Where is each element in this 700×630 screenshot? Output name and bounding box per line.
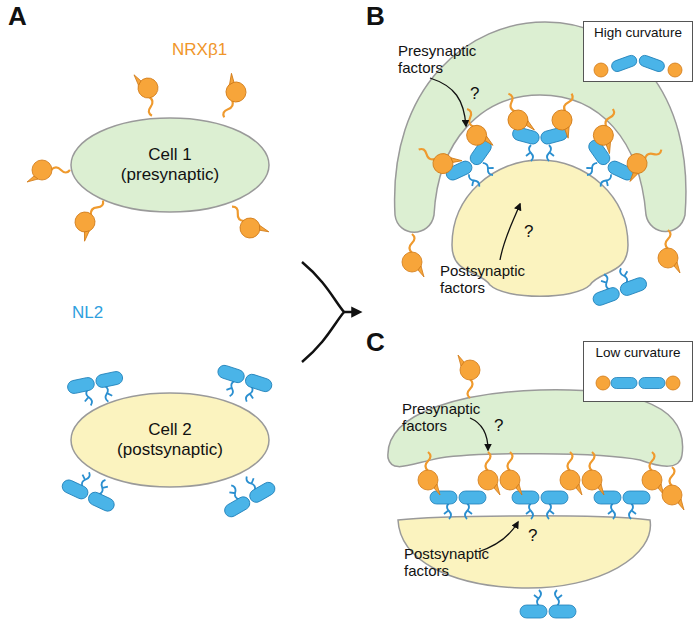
question-mark: ?	[524, 222, 533, 242]
neuroligin-dimer	[66, 370, 127, 409]
neuroligin-dimer	[215, 467, 277, 519]
neuroligin-lobe	[610, 54, 638, 73]
factor-label: Postsynaptic factors	[404, 545, 500, 580]
question-mark: ?	[470, 84, 479, 104]
neurexin-head	[596, 376, 610, 390]
neuroligin-lobe	[611, 378, 637, 389]
postsynaptic-cell-curved	[452, 160, 628, 296]
protein-name: NRXβ1	[172, 40, 227, 60]
neurexin-head	[594, 63, 608, 77]
panel-letter: B	[366, 2, 385, 32]
neurexin	[27, 160, 70, 182]
panel-letter: C	[366, 328, 385, 358]
cell-membrane	[71, 393, 269, 487]
cell-label: Cell 1 (presynaptic)	[110, 145, 230, 184]
panel-letter: A	[8, 2, 27, 32]
question-mark: ?	[528, 526, 537, 546]
neurexin	[213, 73, 251, 121]
neuroligin-lobe	[639, 378, 665, 389]
key-title: Low curvature	[596, 345, 681, 361]
postsynaptic-cell-flat	[398, 516, 650, 588]
synaptic-complex	[418, 452, 500, 519]
low-curvature-icon	[596, 376, 680, 390]
neuroligin-dimer	[520, 590, 576, 618]
merge-arrow-head	[343, 311, 358, 314]
synaptic-complex	[500, 452, 582, 519]
cell-membrane	[71, 118, 269, 212]
key-box: High curvature	[583, 21, 693, 82]
cell-ellipse: Cell 1 (presynaptic)	[70, 117, 270, 213]
high-curvature-icon	[594, 54, 682, 77]
protein-name: NL2	[72, 303, 103, 323]
factor-arrow	[430, 78, 466, 126]
neuroligin-dimer	[212, 364, 274, 408]
neuroligin-dimer	[60, 464, 123, 513]
factor-label: Presynaptic factors	[402, 400, 494, 435]
question-mark: ?	[494, 416, 503, 436]
neurexin	[658, 230, 680, 273]
factor-label: Postsynaptic factors	[440, 262, 536, 297]
neurexin	[68, 194, 112, 241]
merge-arrow	[302, 262, 344, 362]
synaptic-complex	[582, 452, 664, 519]
synaptic-complex	[409, 99, 519, 208]
neurexin-head	[666, 376, 680, 390]
cell-ellipse: Cell 2 (postsynaptic)	[70, 392, 270, 488]
factor-arrow	[478, 522, 518, 552]
synaptic-complex	[499, 90, 583, 161]
factor-label: Presynaptic factors	[398, 42, 490, 77]
neurexin	[134, 72, 162, 118]
key-box: Low curvature	[583, 341, 693, 402]
neurexin	[458, 355, 480, 398]
factor-arrow	[470, 418, 488, 450]
neurexin	[402, 234, 424, 277]
key-title: High curvature	[594, 25, 682, 41]
neurexin	[662, 467, 684, 510]
synaptic-complex	[562, 100, 672, 209]
factor-arrow	[500, 204, 520, 260]
neurexin-head	[668, 63, 682, 77]
neuroligin-lobe	[638, 54, 666, 73]
cell-label: Cell 2 (postsynaptic)	[105, 420, 235, 459]
neurexin	[224, 199, 268, 246]
neuroligin-dimer	[586, 262, 648, 307]
